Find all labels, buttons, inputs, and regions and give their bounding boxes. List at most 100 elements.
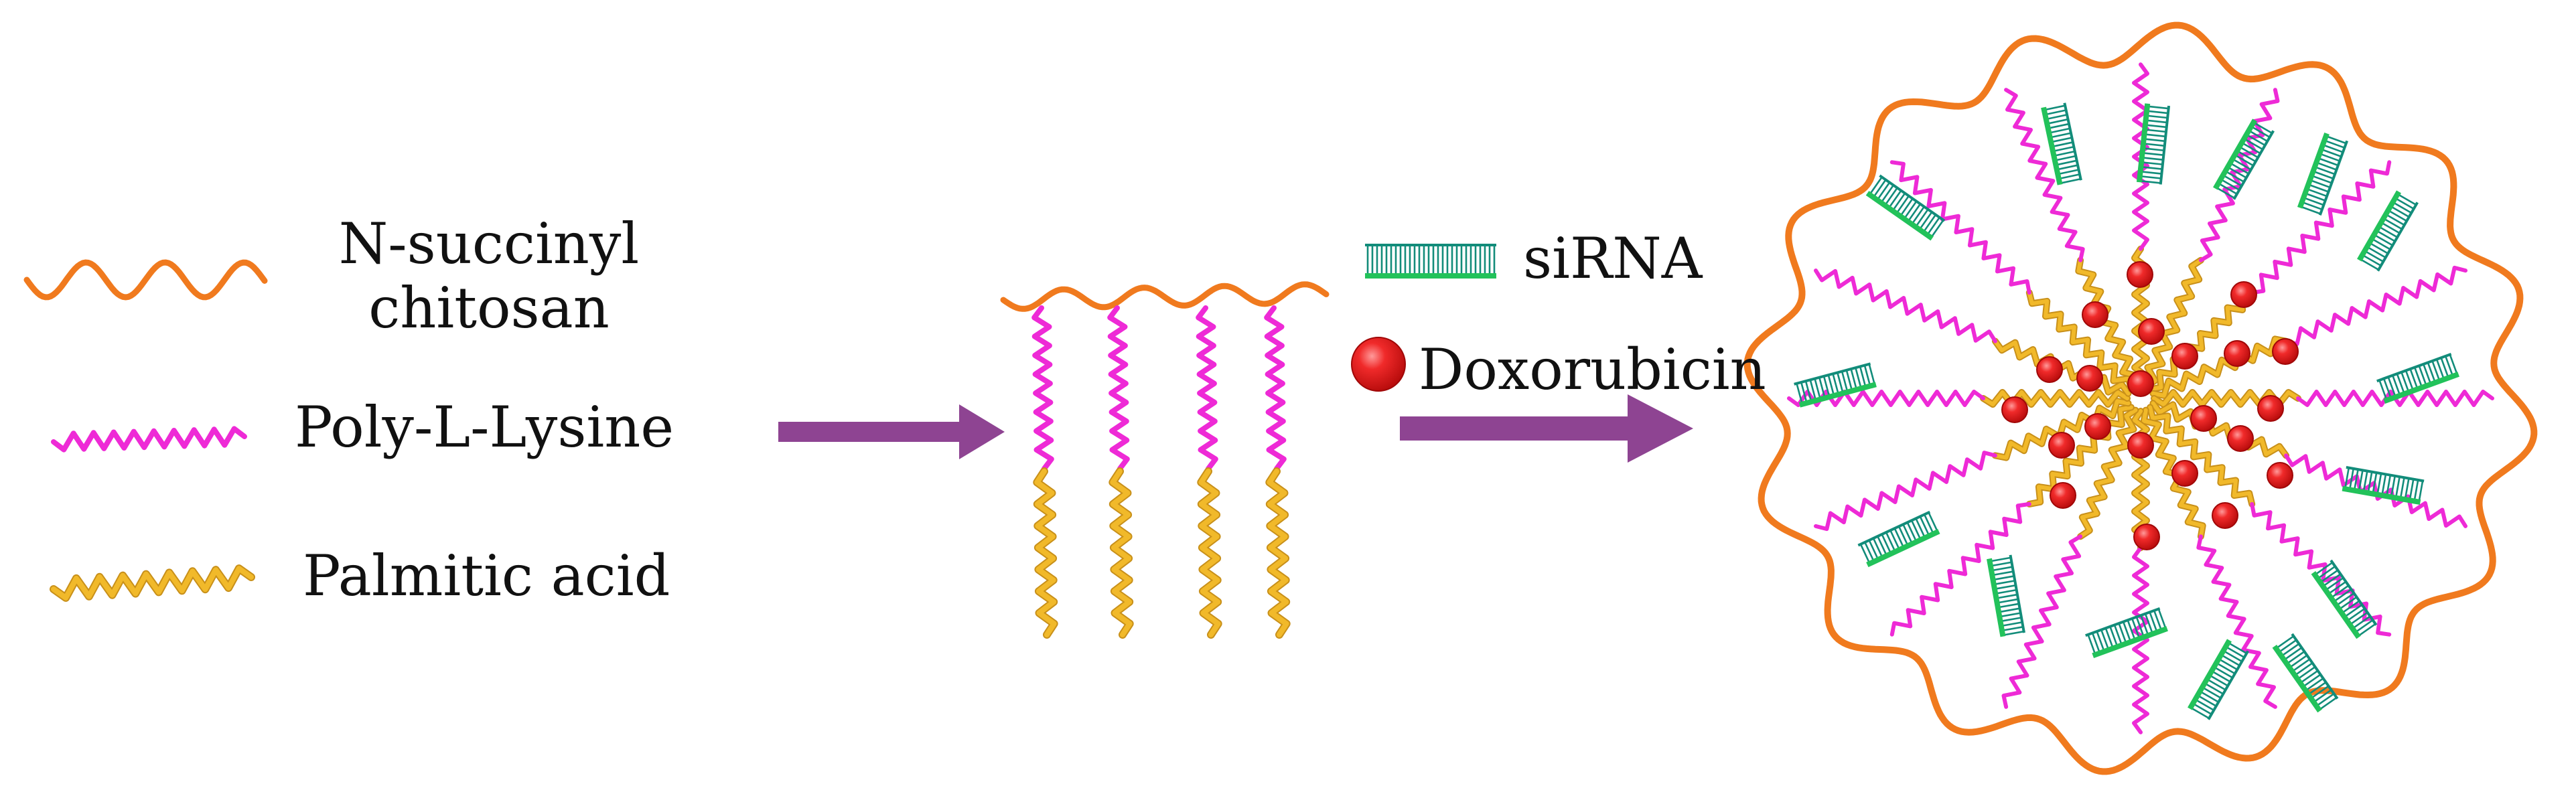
sirna-legend-icon-teeth (1366, 245, 1496, 274)
micelle-doxorubicin-18 (2267, 462, 2293, 489)
micelle-sirna-7 (2342, 466, 2425, 505)
micelle-doxorubicin-1 (2127, 261, 2153, 288)
micelle-sirna-7-teeth (2344, 467, 2424, 501)
micelle-sirna-6-backbone (2383, 372, 2459, 404)
micelle-doxorubicin-7 (2272, 338, 2299, 365)
micelle-sirna-11 (2085, 607, 2168, 659)
micelle-doxorubicin-3 (2082, 301, 2108, 328)
micelle-doxorubicin-9 (2076, 365, 2103, 392)
micelle-lysine-arm-6 (2284, 453, 2467, 528)
lysine-legend-icon (51, 426, 247, 453)
micelle-doxorubicin-2 (2230, 281, 2257, 308)
micelle-sirna-9-teeth (2277, 635, 2338, 710)
micelle-sirna-4-top-strand (2318, 140, 2349, 216)
sirna-legend-icon-top-strand (1365, 244, 1496, 246)
micelle-sirna-11-backbone (2092, 626, 2168, 659)
micelle-sirna-6 (2376, 352, 2459, 404)
micelle-sirna-14-backbone (1798, 382, 1877, 408)
micelle-sirna-6-teeth (2378, 354, 2458, 400)
micelle-doxorubicin-13 (2190, 405, 2217, 432)
micelle-palmitic-arm-13 (1981, 390, 2129, 406)
micelle-sirna-4 (2297, 133, 2349, 216)
micelle-palmitic-arm-10 (2078, 408, 2138, 539)
micelle-lysine-arm-14 (1814, 268, 1997, 343)
micelle-sirna-3-top-strand (2232, 130, 2275, 200)
micelle-palmitic-arm-4 (2151, 337, 2289, 398)
micelle-sirna-12 (1987, 554, 2025, 637)
micelle-lysine-arm-11 (1889, 501, 2031, 637)
micelle-sirna-13 (1857, 510, 1940, 568)
copolymer-lysine-2 (1107, 305, 1130, 471)
copolymer-chains (1000, 281, 1330, 639)
copolymer-lysine-1 (1031, 305, 1054, 471)
micelle-doxorubicin-21 (2212, 502, 2238, 529)
micelle-sirna-10 (2188, 639, 2249, 720)
sirna-legend-icon-backbone (1365, 273, 1496, 279)
micelle-sirna-8-teeth (2315, 562, 2376, 637)
micelle-doxorubicin-10 (2127, 370, 2154, 397)
micelle-sirna-15 (1865, 174, 1946, 241)
micelle-doxorubicin-6 (2224, 340, 2250, 367)
micelle-sirna-7-top-strand (2346, 466, 2425, 483)
micelle-sirna-15-backbone (1865, 191, 1934, 241)
micelle-sirna-2 (2136, 103, 2171, 185)
micelle-sirna-2-backbone (2136, 103, 2151, 183)
micelle-lysine-arm-3 (2250, 160, 2392, 295)
micelle-sirna-10-top-strand (2207, 650, 2249, 720)
micelle-palmitic-arm-3 (2148, 291, 2255, 392)
micelle-sirna-8-backbone (2311, 570, 2361, 639)
micelle-doxorubicin-15 (2227, 425, 2254, 452)
micelle-doxorubicin-20 (2050, 482, 2076, 509)
micelle-sirna-11-teeth (2087, 609, 2167, 654)
micelle-doxorubicin-8 (2036, 356, 2063, 383)
palmitic-legend-icon (51, 566, 254, 601)
micelle-sirna-10-teeth (2191, 642, 2247, 719)
micelle-sirna-13-teeth (1859, 512, 1938, 563)
micelle-sirna-10-backbone (2188, 639, 2232, 710)
micelle-doxorubicin-14 (2084, 413, 2111, 440)
micelle-lysine-arm-4 (2284, 265, 2467, 346)
chitosan-label: N-succinyl chitosan (315, 216, 663, 336)
micelle-nanoparticle (1743, 21, 2538, 775)
micelle-doxorubicin-17 (2127, 432, 2154, 459)
micelle-sirna-15-top-strand (1879, 174, 1946, 222)
micelle-sirna-3-backbone (2213, 119, 2257, 190)
micelle-palmitic-arm-15 (2027, 291, 2133, 392)
micelle-sirna-12-teeth (1991, 556, 2024, 636)
micelle-sirna-2-top-strand (2159, 105, 2171, 185)
sirna-label: siRNA (1523, 226, 1703, 291)
micelle-sirna-9 (2272, 633, 2339, 713)
micelle-sirna-14-top-strand (1794, 362, 1871, 386)
arrow-to-copolymer (778, 404, 1005, 459)
micelle-sirna-4-backbone (2297, 133, 2330, 209)
micelle-palmitic-arm-6 (2151, 401, 2289, 458)
micelle-lysine-arm-16 (2004, 88, 2085, 262)
micelle-sirna-4-teeth (2301, 135, 2347, 215)
micelle-sirna-13-top-strand (1857, 510, 1931, 547)
micelle-lysine-arm-8 (2196, 534, 2277, 709)
micelle-sirna-5 (2357, 190, 2419, 272)
arrow-to-micelle (1400, 394, 1693, 463)
micelle-sirna-9-top-strand (2291, 633, 2339, 700)
copolymer-palmitic-4 (1267, 469, 1289, 637)
micelle-sirna-8 (2311, 559, 2378, 639)
micelle-lysine-arm-1 (2132, 62, 2149, 251)
doxorubicin-legend-icon (1351, 337, 1406, 392)
micelle-sirna-5-teeth (2360, 193, 2417, 270)
copolymer-palmitic-2 (1110, 469, 1133, 637)
micelle-lysine-arm-15 (1889, 160, 2031, 295)
micelle-sirna-1 (2041, 102, 2082, 185)
micelle-chitosan-shell (1743, 21, 2538, 775)
legend (23, 259, 268, 602)
chitosan-label-line2: chitosan (368, 275, 610, 341)
copolymer-palmitic-3 (1198, 469, 1221, 637)
micelle-palmitic-arm-11 (2027, 405, 2133, 506)
micelle-lysine-arm-2 (2198, 88, 2280, 262)
micelle-palmitic-arm-2 (2143, 258, 2203, 389)
micelle-doxorubicin-5 (2171, 343, 2198, 370)
micelle-doxorubicin-16 (2048, 432, 2075, 459)
copolymer-palmitic-1 (1034, 469, 1057, 637)
micelle-palmitic-arm-7 (2148, 405, 2255, 506)
micelle-sirna-9-backbone (2272, 644, 2322, 713)
